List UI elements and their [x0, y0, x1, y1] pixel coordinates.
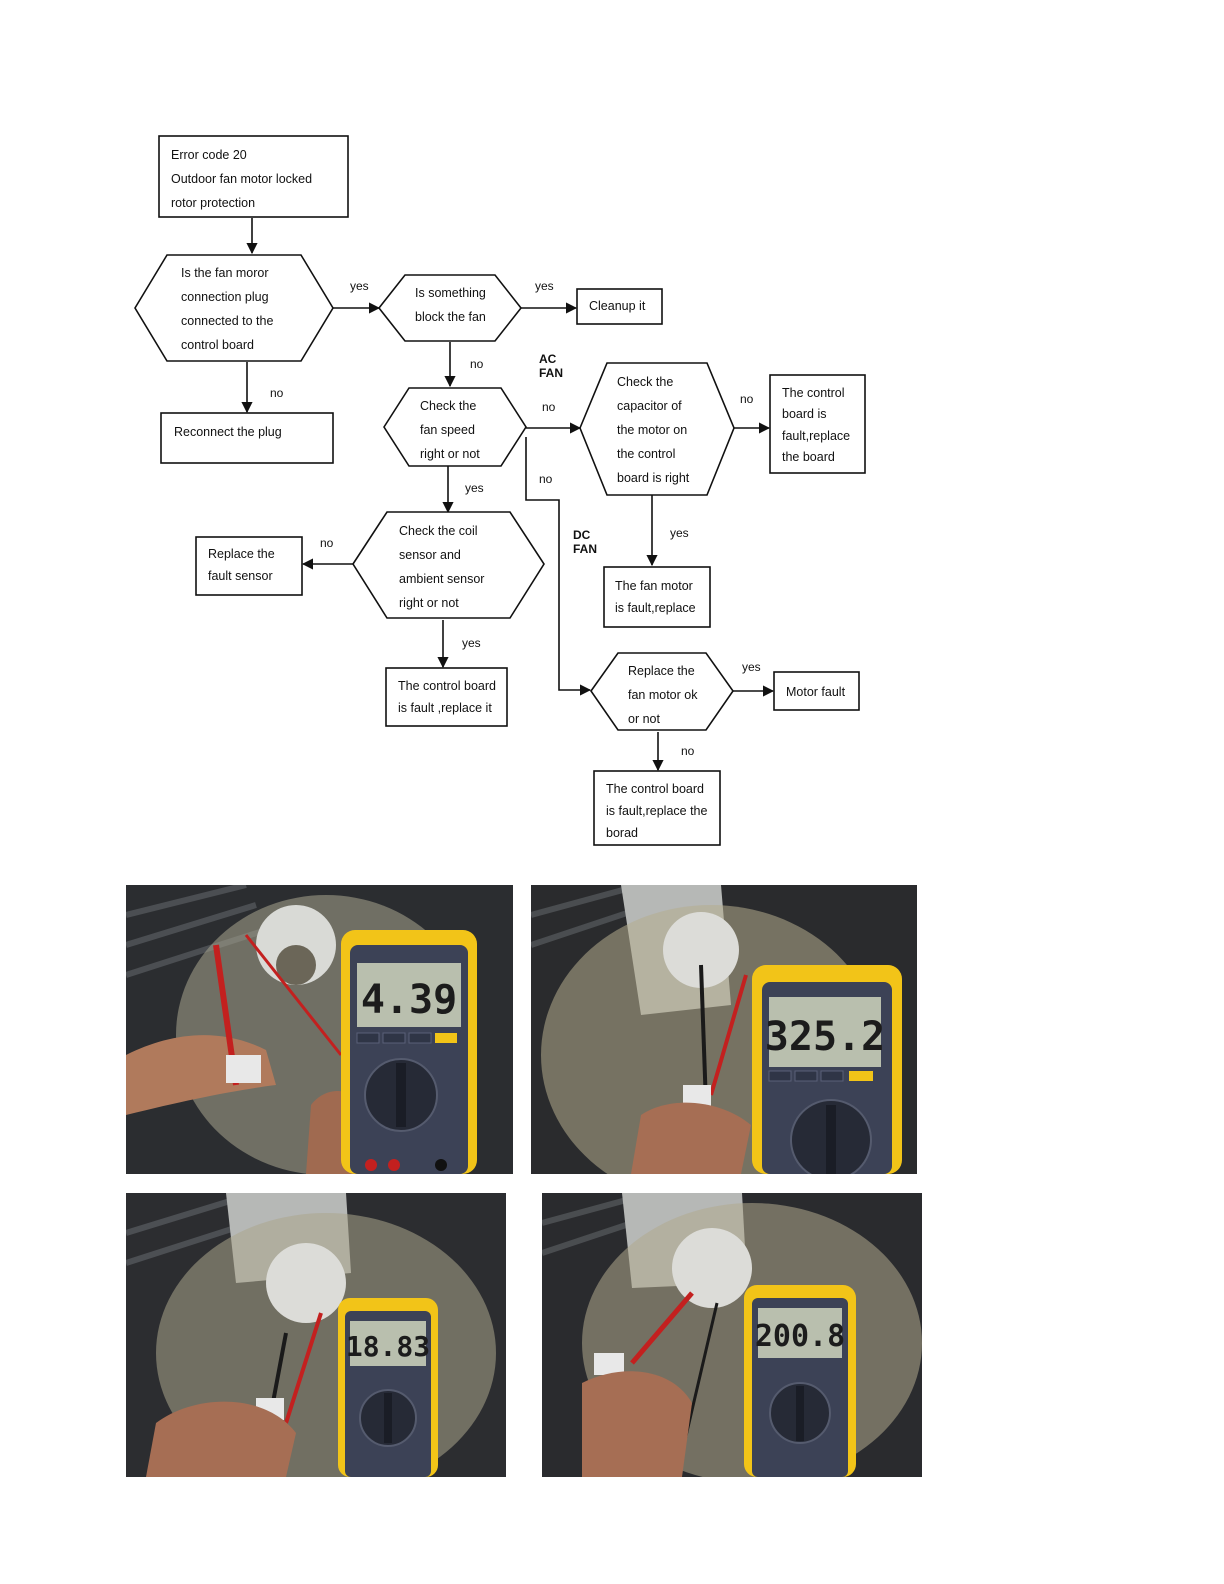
capacitor-check-line-1: Check the	[617, 375, 673, 389]
coil-check-hexagon	[352, 511, 545, 619]
edge-speed-no-dc	[525, 437, 592, 696]
dc-fan-label-line-2: FAN	[573, 542, 597, 556]
replace-sensor-line-1: Replace the	[208, 547, 275, 561]
speed-check-line-2: fan speed	[420, 423, 475, 437]
board-fault-2-box	[385, 667, 508, 727]
plug-check-line-4: control board	[181, 338, 254, 352]
multimeter-photo-2: 325.2	[531, 885, 917, 1174]
multimeter-photo-4: 200.8	[542, 1193, 922, 1477]
label-coil-yes: yes	[462, 636, 481, 650]
start-line-2: Outdoor fan motor locked	[171, 172, 312, 186]
fan-motor-fault-line-1: The fan motor	[615, 579, 693, 593]
board-fault-1-line-3: fault,replace	[782, 429, 850, 443]
motor-ok-check-line-3: or not	[628, 712, 660, 726]
start-line-3: rotor protection	[171, 196, 255, 210]
motor-ok-check-hexagon	[590, 652, 734, 731]
speed-check-line-1: Check the	[420, 399, 476, 413]
plug-check-hexagon	[134, 254, 334, 362]
label-block-yes: yes	[535, 279, 554, 293]
plug-check-line-1: Is the fan moror	[181, 266, 269, 280]
speed-check-hexagon	[383, 387, 527, 467]
capacitor-check-line-5: board is right	[617, 471, 690, 485]
dc-fan-label-line-1: DC	[573, 528, 591, 542]
ac-fan-label-line-2: FAN	[539, 366, 563, 380]
motor-ok-check-line-2: fan motor ok	[628, 688, 698, 702]
board-fault-2-line-1: The control board	[398, 679, 496, 693]
coil-check-line-2: sensor and	[399, 548, 461, 562]
motor-ok-check-line-1: Replace the	[628, 664, 695, 678]
plug-check-line-3: connected to the	[181, 314, 273, 328]
board-fault-3-line-2: is fault,replace the	[606, 804, 707, 818]
label-block-no: no	[470, 357, 484, 371]
board-fault-1-line-2: board is	[782, 407, 826, 421]
replace-sensor-line-2: fault sensor	[208, 569, 273, 583]
label-coil-no: no	[320, 536, 334, 550]
meter-reading-1: 4.39	[361, 977, 457, 1023]
label-cap-yes: yes	[670, 526, 689, 540]
capacitor-check-line-2: capacitor of	[617, 399, 682, 413]
coil-check-line-4: right or not	[399, 596, 459, 610]
board-fault-3-line-1: The control board	[606, 782, 704, 796]
coil-check-line-3: ambient sensor	[399, 572, 484, 586]
reconnect-box	[160, 412, 334, 464]
board-fault-3-box	[593, 770, 721, 846]
block-check-line-1: Is something	[415, 286, 486, 300]
board-fault-1-box	[769, 374, 866, 474]
label-speed-no-dc: no	[539, 472, 553, 486]
meter-reading-3: 18.83	[346, 1330, 430, 1363]
capacitor-check-line-3: the motor on	[617, 423, 687, 437]
label-speed-yes: yes	[465, 481, 484, 495]
label-motor-yes: yes	[742, 660, 761, 674]
reconnect-text: Reconnect the plug	[174, 425, 282, 439]
block-check-line-2: block the fan	[415, 310, 486, 324]
replace-sensor-box	[195, 536, 303, 596]
block-check-hexagon	[377, 274, 523, 342]
capacitor-check-line-4: the control	[617, 447, 675, 461]
label-plug-yes: yes	[350, 279, 369, 293]
board-fault-2-line-2: is fault ,replace it	[398, 701, 492, 715]
fan-motor-fault-line-2: is fault,replace	[615, 601, 696, 615]
meter-reading-2: 325.2	[765, 1014, 885, 1060]
label-speed-no-ac: no	[542, 400, 556, 414]
ac-fan-label-line-1: AC	[539, 352, 557, 366]
multimeter-photo-3: 18.83	[126, 1193, 506, 1477]
label-motor-no: no	[681, 744, 695, 758]
multimeter-photo-1: 4.39	[126, 885, 513, 1174]
start-box	[158, 135, 349, 218]
board-fault-1-line-1: The control	[782, 386, 845, 400]
cleanup-text: Cleanup it	[589, 299, 646, 313]
board-fault-1-line-4: the board	[782, 450, 835, 464]
motor-fault-box	[773, 671, 860, 711]
board-fault-3-line-3: borad	[606, 826, 638, 840]
plug-check-line-2: connection plug	[181, 290, 269, 304]
fan-motor-fault-box	[603, 566, 711, 628]
coil-check-line-1: Check the coil	[399, 524, 478, 538]
speed-check-line-3: right or not	[420, 447, 480, 461]
start-line-1: Error code 20	[171, 148, 247, 162]
flowchart: Error code 20 Outdoor fan motor locked r…	[134, 135, 866, 846]
label-plug-no: no	[270, 386, 284, 400]
label-cap-no: no	[740, 392, 754, 406]
meter-reading-4: 200.8	[755, 1319, 845, 1354]
motor-fault-text: Motor fault	[786, 685, 846, 699]
capacitor-check-hexagon	[579, 362, 735, 496]
cleanup-box	[576, 288, 663, 325]
